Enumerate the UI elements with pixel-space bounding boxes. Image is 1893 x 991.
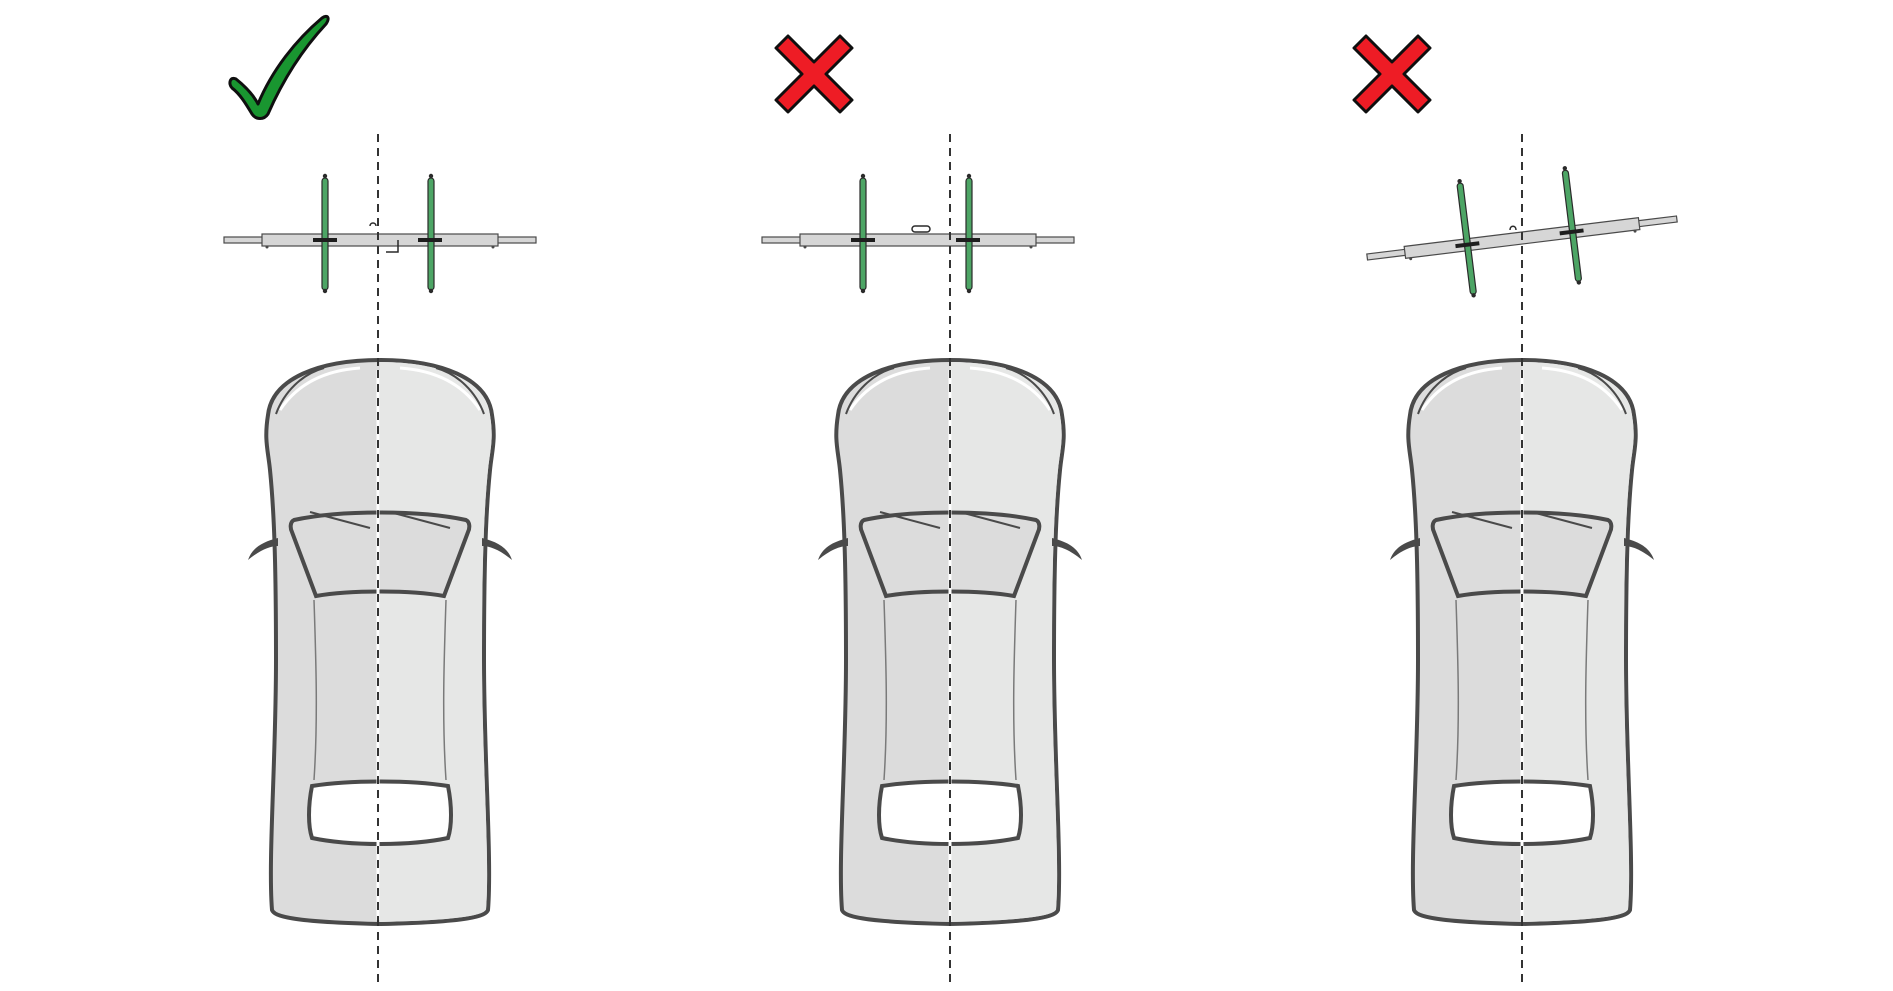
bike-carrier-centered xyxy=(223,173,537,294)
bike-carrier-offset xyxy=(761,173,1075,294)
cross-icon xyxy=(1352,34,1432,114)
panel-off-center xyxy=(761,34,1084,985)
lock-marker xyxy=(369,222,377,227)
lock-marker xyxy=(1509,225,1517,231)
cross-icon xyxy=(774,34,854,114)
panel-correct xyxy=(223,14,537,985)
panel-rotated xyxy=(1352,34,1684,985)
checkmark-icon xyxy=(228,14,330,120)
lock-marker xyxy=(911,225,931,233)
angle-marker xyxy=(386,240,399,253)
car-top-view xyxy=(246,358,514,926)
